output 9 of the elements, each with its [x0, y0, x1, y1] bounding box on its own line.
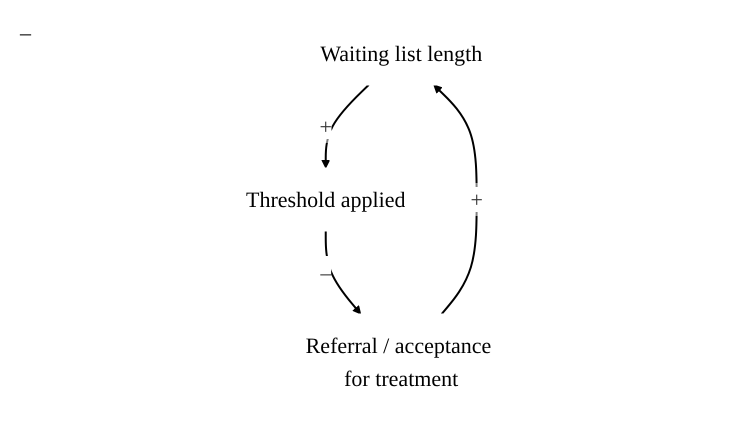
- node-text: Threshold applied: [246, 186, 406, 212]
- arrow: [433, 84, 478, 315]
- loop-polarity-sign: –: [20, 20, 31, 46]
- edge-label: –: [320, 260, 332, 285]
- arrow: [321, 84, 370, 168]
- node-text: Referral / acceptance for treatment: [306, 332, 492, 391]
- node-text: Waiting list length: [320, 41, 482, 66]
- edge-label: +: [470, 186, 483, 212]
- edge-label: +: [319, 114, 332, 139]
